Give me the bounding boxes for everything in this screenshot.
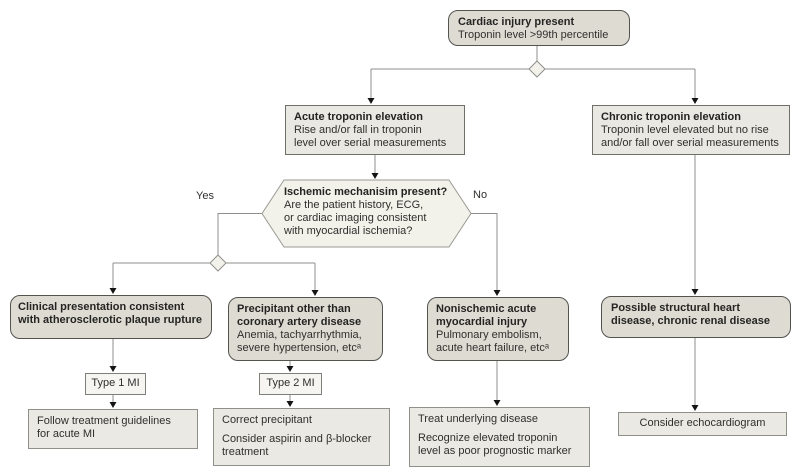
node-body-line2: Recognize elevated troponin level as poo… [418, 432, 572, 457]
ischemic-decision-hexagon [261, 179, 472, 248]
node-body-line1: Correct precipitant [222, 414, 312, 426]
node-body-line1: Treat underlying disease [418, 413, 539, 425]
node-body: Troponin level >99th percentile [458, 29, 609, 41]
node-consider-echocardiogram: Consider echocardiogram [618, 412, 787, 436]
node-title: Chronic troponin elevation [601, 111, 741, 123]
node-title: Clinical presentation consistent with at… [18, 301, 202, 326]
branch-label-no: No [473, 189, 488, 201]
node-chronic-troponin: Chronic troponin elevation Troponin leve… [592, 105, 790, 155]
node-cardiac-injury: Cardiac injury present Troponin level >9… [448, 10, 630, 46]
node-clinical-presentation: Clinical presentation consistent with at… [10, 295, 212, 339]
node-title: Ischemic mechanisim present? [284, 186, 448, 198]
node-body: Follow treatment guidelines for acute MI [37, 415, 171, 440]
node-body: Rise and/or fall in troponin level over … [294, 124, 447, 149]
branch-label-yes: Yes [196, 190, 214, 202]
node-type2-mi: Type 2 MI [259, 373, 322, 395]
node-nonischemic-injury: Nonischemic acute myocardial injury Pulm… [427, 297, 569, 361]
connector-lines [112, 46, 696, 405]
node-treat-underlying-disease: Treat underlying disease Recognize eleva… [409, 407, 590, 467]
node-title: Nonischemic acute myocardial injury [436, 303, 537, 328]
node-precipitant-other: Precipitant other than coronary artery d… [228, 297, 383, 361]
node-title: Acute troponin elevation [294, 111, 423, 123]
node-title: Possible structural heart disease, chron… [611, 302, 770, 327]
split-diamond-yes [209, 254, 227, 272]
node-ischemic-decision: Ischemic mechanisim present? Are the pat… [284, 186, 462, 238]
node-title: Precipitant other than coronary artery d… [237, 303, 362, 328]
node-follow-guidelines: Follow treatment guidelines for acute MI [28, 409, 198, 449]
node-structural-heart-disease: Possible structural heart disease, chron… [601, 296, 791, 338]
node-correct-precipitant: Correct precipitant Consider aspirin and… [213, 408, 390, 466]
split-diamond-top [528, 60, 546, 78]
arrowheads [109, 98, 699, 411]
node-acute-troponin: Acute troponin elevation Rise and/or fal… [285, 105, 465, 155]
node-body: Are the patient history, ECG, or cardiac… [284, 199, 427, 237]
node-type1-mi: Type 1 MI [85, 373, 146, 395]
node-title: Cardiac injury present [458, 16, 575, 28]
node-body: Troponin level elevated but no rise and/… [601, 124, 779, 149]
node-body: Anemia, tachyarrhythmia, severe hyperten… [237, 329, 362, 354]
node-body: Pulmonary embolism, acute heart failure,… [436, 329, 549, 354]
node-body-line2: Consider aspirin and β-blocker treatment [222, 433, 372, 458]
